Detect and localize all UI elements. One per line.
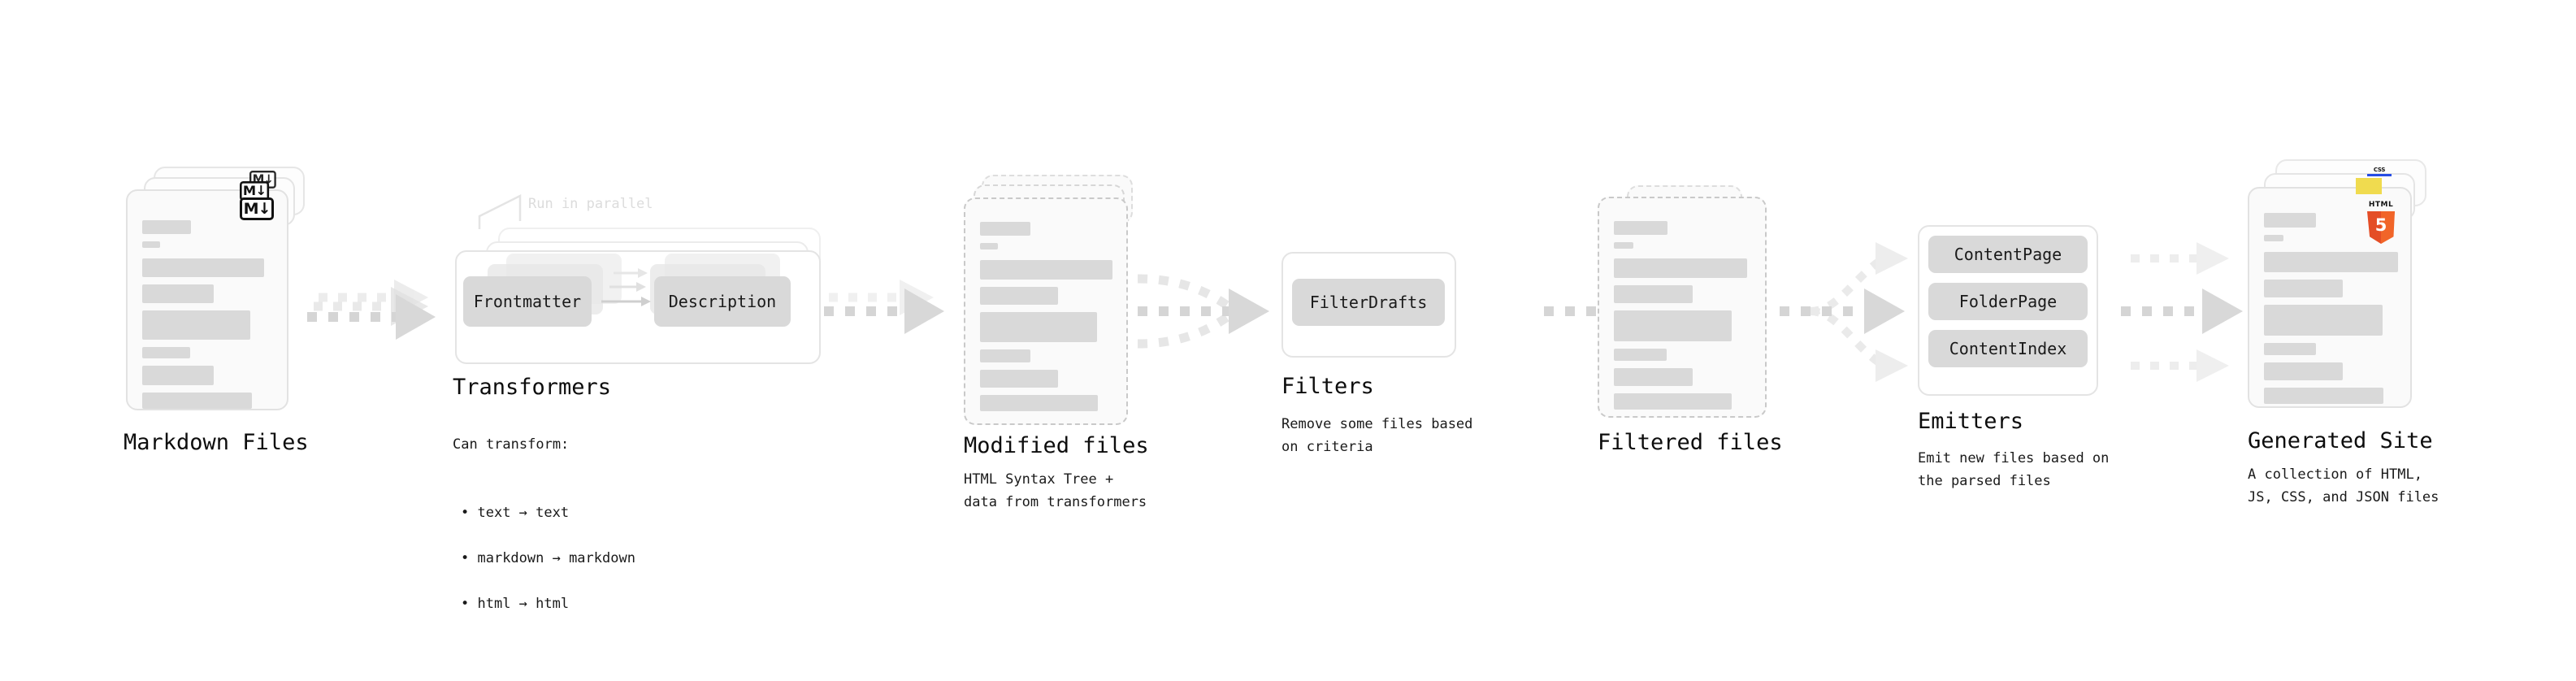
arrow-transformers-to-modified-2	[824, 288, 944, 334]
doc-bar	[980, 222, 1030, 236]
emitter-chip-folderpage[interactable]: FolderPage	[1928, 283, 2088, 320]
generated-site-card-stack: CSS HTML 5	[2248, 159, 2443, 419]
stage-caption-generated-site: A collection of HTML, JS, CSS, and JSON …	[2248, 466, 2439, 506]
doc-bar	[1614, 368, 1693, 386]
css-badge-label: CSS	[2373, 167, 2386, 173]
html5-shield-highlight	[2381, 211, 2395, 244]
css-badge-underline	[2367, 174, 2392, 176]
doc-placeholder-lines	[1614, 221, 1768, 417]
doc-bar	[142, 393, 252, 409]
doc-bar	[1614, 310, 1732, 341]
doc-bar	[980, 243, 998, 249]
parallel-bracket	[478, 193, 522, 229]
emitter-chip-contentindex[interactable]: ContentIndex	[1928, 330, 2088, 367]
doc-bar	[2264, 305, 2383, 336]
arrow-emitters-to-site	[2121, 242, 2243, 382]
doc-bar	[142, 310, 250, 340]
doc-bar	[142, 347, 190, 358]
doc-bar	[142, 284, 214, 303]
js-badge	[2356, 178, 2382, 194]
transformer-chip-frontmatter[interactable]: Frontmatter	[463, 276, 592, 327]
doc-placeholder-lines	[142, 220, 297, 416]
html5-badge: HTML 5	[2367, 201, 2395, 244]
stage-title-generated-site: Generated Site	[2248, 428, 2433, 453]
doc-bar	[980, 370, 1058, 388]
doc-bar	[2264, 362, 2343, 380]
transformers-caption-lead: Can transform:	[453, 436, 570, 453]
doc-bar	[2264, 252, 2398, 272]
transformers-bullet: text → text	[461, 501, 635, 524]
doc-bar	[142, 220, 191, 234]
doc-bar	[2264, 280, 2343, 297]
emitter-chip-contentpage[interactable]: ContentPage	[1928, 236, 2088, 273]
modified-files-card-stack	[964, 175, 1151, 435]
stage-title-emitters: Emitters	[1918, 409, 2024, 434]
filter-chip-filterdrafts[interactable]: FilterDrafts	[1292, 279, 1445, 326]
stage-title-markdown-files: Markdown Files	[124, 430, 309, 455]
doc-bar	[980, 260, 1112, 280]
run-in-parallel-label: Run in parallel	[528, 196, 653, 212]
doc-bar	[2264, 213, 2316, 228]
stage-caption-filters: Remove some files based on criteria	[1281, 416, 1473, 456]
filtered-files-card-stack	[1598, 185, 1785, 429]
stage-title-filtered-files: Filtered files	[1598, 430, 1783, 455]
doc-bar	[1614, 258, 1747, 278]
transformers-bullet: html → html	[461, 592, 635, 615]
stage-title-filters: Filters	[1281, 374, 1374, 399]
stage-caption-modified-files: HTML Syntax Tree + data from transformer…	[964, 471, 1147, 511]
doc-bar	[980, 395, 1098, 411]
stage-caption-emitters: Emit new files based on the parsed files	[1918, 450, 2110, 490]
transformer-chip-description[interactable]: Description	[654, 276, 791, 327]
doc-bar	[1614, 221, 1667, 235]
stage-caption-transformers: Can transform: text → text markdown → ma…	[453, 410, 635, 661]
doc-bar	[2264, 388, 2383, 404]
transformers-bullet-list: text → text markdown → markdown html → h…	[461, 479, 635, 638]
arrow-filtered-to-emitters	[1780, 242, 1908, 382]
css-badge: CSS	[2367, 167, 2392, 176]
transformers-bullet: markdown → markdown	[461, 547, 635, 570]
stage-title-modified-files: Modified files	[964, 433, 1149, 458]
doc-bar	[142, 258, 264, 277]
doc-bar	[1614, 349, 1667, 361]
html5-badge-label: 5	[2374, 215, 2387, 235]
doc-bar	[1614, 285, 1693, 303]
arrow-markdown-to-transformers-3	[307, 294, 436, 340]
doc-bar	[1614, 393, 1732, 410]
arrow-modified-to-filters	[1137, 274, 1269, 349]
doc-bar	[142, 366, 214, 385]
doc-bar	[980, 287, 1058, 305]
doc-bar	[142, 241, 160, 248]
stage-title-transformers: Transformers	[453, 375, 612, 400]
doc-bar	[2264, 343, 2316, 355]
doc-bar	[2264, 235, 2283, 241]
html5-badge-caption: HTML	[2368, 201, 2394, 209]
doc-placeholder-lines	[2264, 213, 2426, 411]
doc-placeholder-lines	[980, 222, 1134, 419]
doc-bar	[1614, 242, 1633, 249]
doc-bar	[980, 312, 1097, 342]
doc-bar	[980, 349, 1030, 362]
markdown-files-card-stack: M↓ M↓ M↓	[126, 167, 313, 419]
markdown-badge: M↓	[240, 197, 274, 220]
transformer-inner-arrows	[601, 268, 651, 306]
